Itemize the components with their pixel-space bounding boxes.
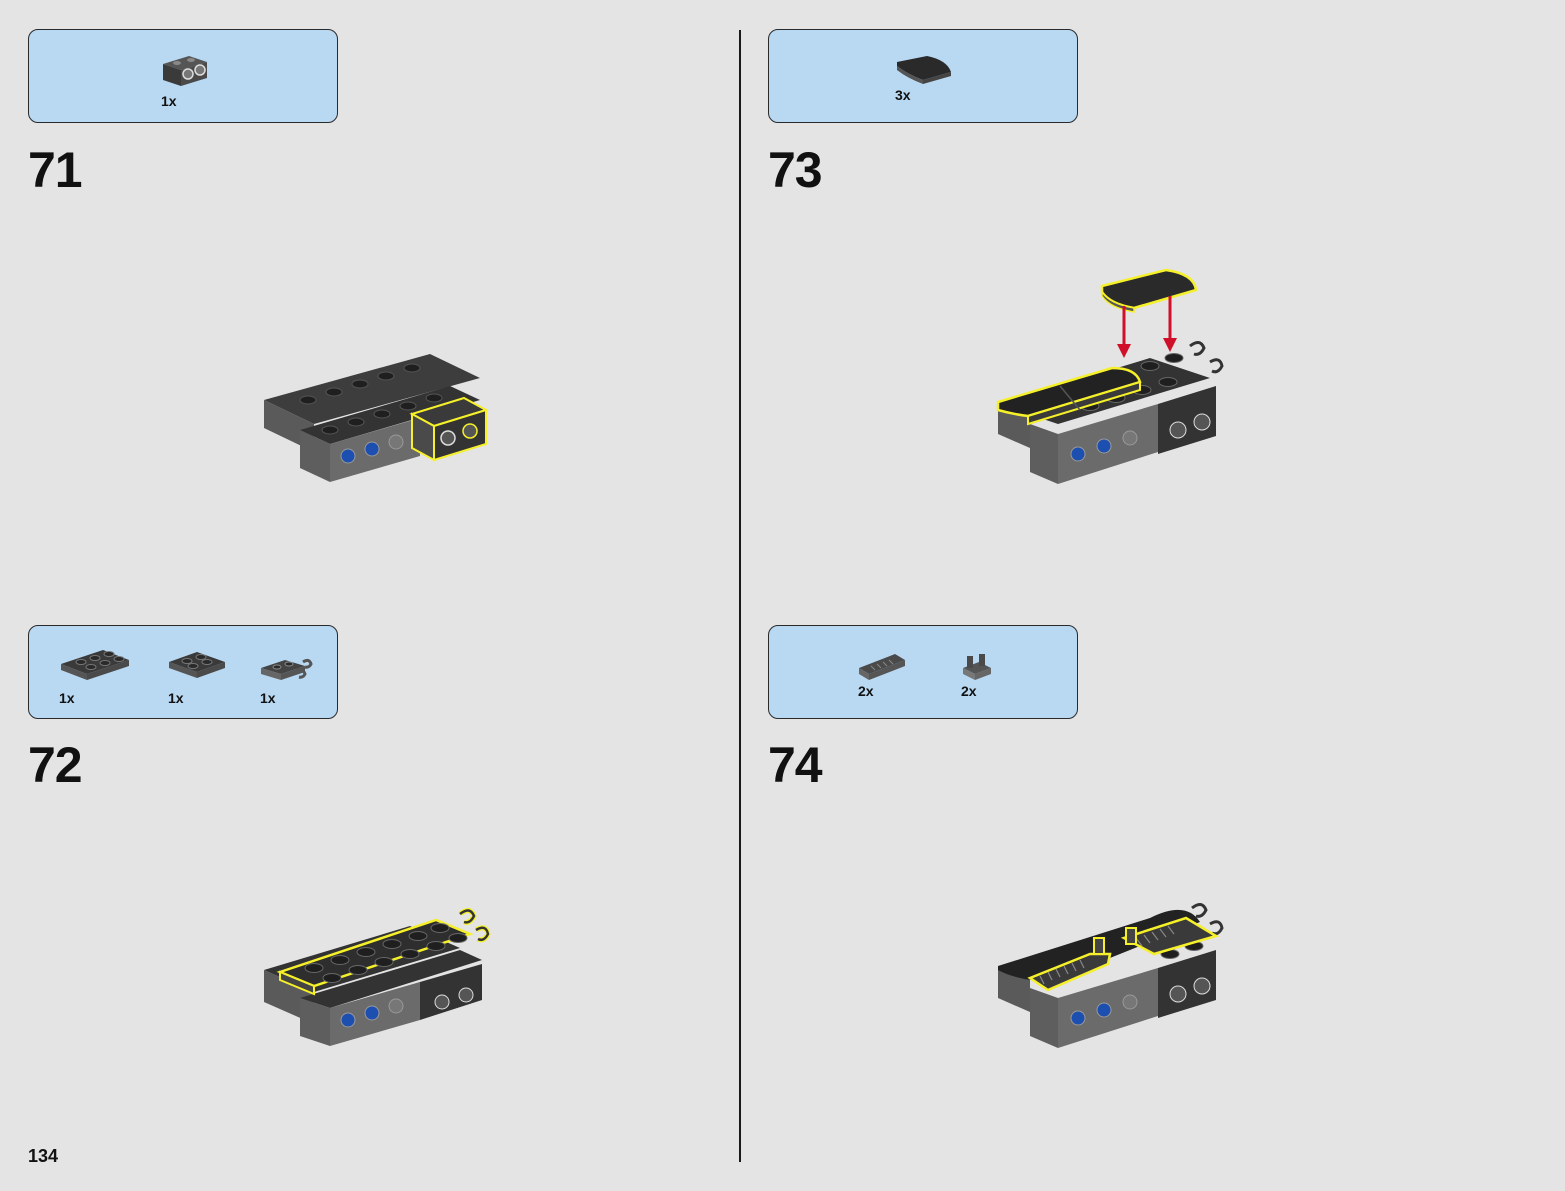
technic-brick-1x2-two-holes-icon (159, 52, 211, 90)
parts-callout-step-73: 3x (768, 29, 1078, 123)
model-step-73 (990, 264, 1240, 495)
grille-slope-icon (855, 648, 909, 682)
parts-callout-step-72: 1x 1x 1x (28, 625, 338, 719)
step-number-72: 72 (28, 737, 83, 793)
parts-callout-step-71: 1x (28, 29, 338, 123)
part-qty: 2x (961, 683, 977, 699)
plate-2x3-icon (57, 646, 133, 682)
plate-2x2-icon (165, 646, 229, 682)
curved-slope-tile-icon (893, 52, 955, 86)
clip-plate-icon (959, 650, 995, 684)
part-qty: 2x (858, 683, 874, 699)
page-number: 134 (28, 1146, 59, 1166)
part-qty: 3x (895, 87, 911, 103)
part-qty: 1x (260, 690, 276, 706)
step-number-73: 73 (768, 142, 823, 198)
plate-with-clips-icon (257, 652, 313, 686)
step-number-74: 74 (768, 737, 823, 793)
step-number-71: 71 (28, 142, 83, 198)
page-divider (739, 30, 741, 1162)
part-qty: 1x (161, 93, 177, 109)
part-qty: 1x (168, 690, 184, 706)
parts-callout-step-74: 2x 2x (768, 625, 1078, 719)
model-step-72 (260, 900, 500, 1057)
part-qty: 1x (59, 690, 75, 706)
model-step-74 (990, 892, 1240, 1061)
model-step-71 (260, 340, 500, 495)
